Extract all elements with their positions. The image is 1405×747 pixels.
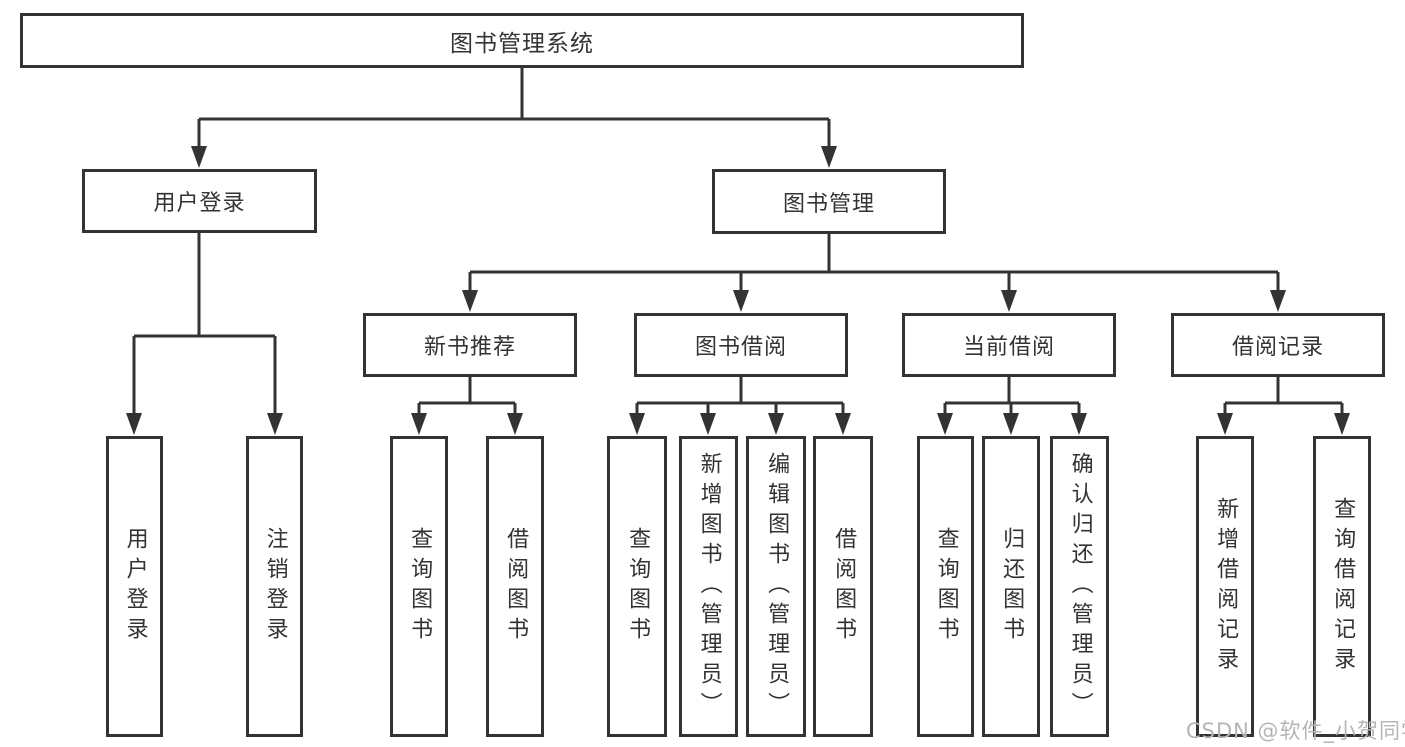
node-new-book-recommend-label: 新书推荐	[423, 335, 516, 360]
leaf-add-book-admin: 新增图书（管理员）	[679, 436, 738, 737]
arrowhead	[835, 413, 851, 435]
leaf-confirm-return-admin-label: 确认归还（管理员）	[1067, 451, 1093, 722]
leaf-add-borrow-record: 新增借阅记录	[1196, 436, 1254, 737]
arrowhead	[1071, 413, 1087, 435]
leaf-add-borrow-record-label: 新增借阅记录	[1213, 496, 1239, 677]
leaf-user-login-label: 用户登录	[122, 526, 148, 647]
node-new-book-recommend: 新书推荐	[363, 313, 577, 377]
leaf-borrow-books-2-label: 借阅图书	[831, 526, 857, 647]
node-book-borrowing: 图书借阅	[634, 313, 848, 377]
arrowhead	[1001, 290, 1017, 312]
node-root: 图书管理系统	[20, 13, 1024, 68]
leaf-edit-book-admin: 编辑图书（管理员）	[746, 436, 806, 737]
node-user-login: 用户登录	[82, 169, 317, 233]
leaf-user-login: 用户登录	[106, 436, 163, 737]
node-book-borrowing-label: 图书借阅	[694, 335, 787, 360]
leaf-query-books-1-label: 查询图书	[407, 526, 433, 647]
arrowhead	[937, 413, 953, 435]
arrowhead	[700, 413, 716, 435]
node-borrowing-records: 借阅记录	[1171, 313, 1385, 377]
leaf-query-borrow-record-label: 查询借阅记录	[1330, 496, 1356, 677]
node-root-label: 图书管理系统	[450, 30, 594, 57]
arrowhead	[507, 413, 523, 435]
leaf-query-borrow-record: 查询借阅记录	[1313, 436, 1371, 737]
arrowhead	[768, 413, 784, 435]
leaf-query-books-2: 查询图书	[607, 436, 667, 737]
node-borrowing-records-label: 借阅记录	[1231, 335, 1324, 360]
leaf-borrow-books-1-label: 借阅图书	[503, 526, 529, 647]
leaf-return-book-label: 归还图书	[999, 526, 1025, 647]
arrowhead	[462, 290, 478, 312]
node-book-management: 图书管理	[712, 169, 946, 234]
leaf-query-books-3-label: 查询图书	[933, 526, 959, 647]
leaf-query-books-3: 查询图书	[917, 436, 974, 737]
arrowhead	[267, 413, 283, 435]
node-book-management-label: 图书管理	[782, 191, 875, 217]
leaf-edit-book-admin-label: 编辑图书（管理员）	[764, 451, 790, 722]
node-current-borrowing: 当前借阅	[902, 313, 1116, 377]
leaf-return-book: 归还图书	[982, 436, 1040, 737]
leaf-query-books-2-label: 查询图书	[625, 526, 651, 647]
arrowhead	[733, 290, 749, 312]
leaf-logout-label: 注销登录	[262, 526, 288, 647]
leaf-borrow-books-2: 借阅图书	[813, 436, 873, 737]
arrowhead	[191, 146, 207, 168]
arrowhead	[126, 413, 142, 435]
node-current-borrowing-label: 当前借阅	[962, 335, 1055, 360]
leaf-logout: 注销登录	[246, 436, 303, 737]
node-user-login-label: 用户登录	[153, 191, 246, 216]
arrowhead	[1334, 413, 1350, 435]
arrowheads	[126, 146, 1350, 435]
arrowhead	[629, 413, 645, 435]
arrowhead	[821, 146, 837, 168]
connector-path	[132, 68, 1344, 415]
arrowhead	[411, 413, 427, 435]
leaf-confirm-return-admin: 确认归还（管理员）	[1050, 436, 1109, 737]
arrowhead	[1003, 413, 1019, 435]
arrowhead	[1217, 413, 1233, 435]
leaf-query-books-1: 查询图书	[390, 436, 448, 737]
leaf-borrow-books-1: 借阅图书	[486, 436, 544, 737]
leaf-add-book-admin-label: 新增图书（管理员）	[696, 451, 722, 722]
watermark: CSDN @软件_小贺同学	[1186, 719, 1405, 743]
arrowhead	[1270, 290, 1286, 312]
